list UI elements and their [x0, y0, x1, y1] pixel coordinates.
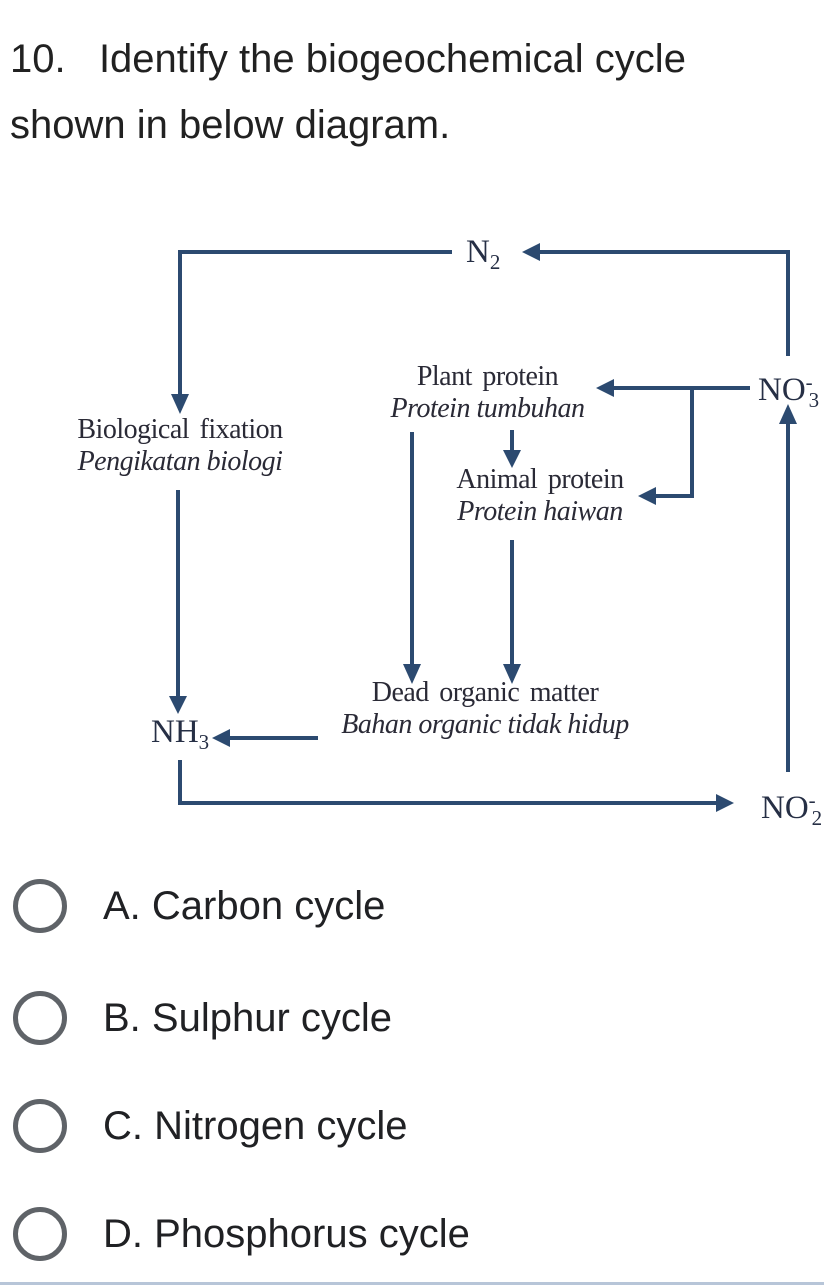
node-biological-fixation: Biological fixation Pengikatan biologi: [77, 414, 283, 477]
arrowhead-left-plant-protein: [596, 379, 614, 397]
option-a-row[interactable]: A. Carbon cycle: [13, 878, 385, 934]
node-plant-protein: Plant protein Protein tumbuhan: [390, 361, 585, 424]
arrow-no3-to-n2: [540, 250, 790, 356]
option-b-label[interactable]: B. Sulphur cycle: [103, 995, 393, 1040]
option-d-radio[interactable]: [13, 1207, 67, 1261]
arrowhead-up-no3: [779, 404, 797, 424]
option-b-row[interactable]: B. Sulphur cycle: [13, 990, 392, 1046]
question-text: 10. Identify the biogeochemical cycle sh…: [10, 37, 698, 147]
arrowhead-left-n2: [522, 243, 540, 261]
arrowhead-down-biological-fixation: [171, 394, 189, 414]
arrowhead-down-dead-matter-right: [503, 664, 521, 684]
node-n2: N2: [466, 234, 501, 274]
option-c-radio[interactable]: [13, 1099, 67, 1153]
arrowhead-left-animal-protein: [638, 487, 656, 505]
arrow-n2-to-biological-fixation: [178, 250, 452, 396]
arrow-nh3-to-no2: [178, 760, 716, 805]
option-a-label[interactable]: A. Carbon cycle: [103, 883, 386, 928]
arrowhead-down-nh3: [169, 696, 187, 714]
node-nh3: NH3: [151, 714, 210, 754]
node-no2: NO-2: [761, 788, 823, 830]
node-animal-protein: Animal protein Protein haiwan: [456, 464, 624, 527]
option-d-label[interactable]: D. Phosphorus cycle: [103, 1211, 470, 1256]
option-b-radio[interactable]: [13, 991, 67, 1045]
arrowhead-left-nh3: [212, 729, 230, 747]
option-c-label[interactable]: C. Nitrogen cycle: [103, 1103, 408, 1148]
arrow-no3-to-animal-protein: [656, 388, 694, 498]
node-dead-organic-matter: Dead organic matter Bahan organic tidak …: [341, 677, 629, 740]
bottom-divider: [0, 1282, 824, 1285]
option-a-radio[interactable]: [13, 879, 67, 933]
option-d-row[interactable]: D. Phosphorus cycle: [13, 1206, 470, 1262]
node-no3: NO-3: [758, 370, 820, 412]
option-c-row[interactable]: C. Nitrogen cycle: [13, 1098, 408, 1154]
arrowhead-down-dead-matter-left: [403, 664, 421, 684]
arrowhead-down-animal-protein: [503, 450, 521, 468]
arrowhead-right-no2: [716, 794, 734, 812]
